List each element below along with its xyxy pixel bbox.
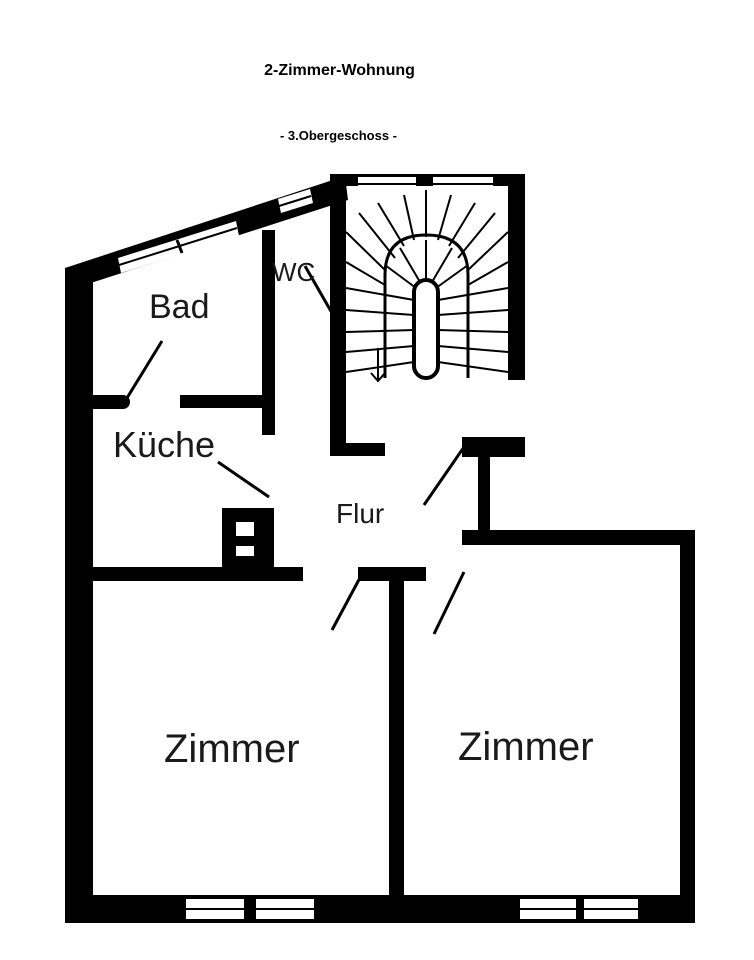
window-stairs <box>358 177 493 191</box>
window-zimmer-right <box>520 899 638 919</box>
room-label-wc: WC <box>272 257 315 287</box>
window-bad <box>118 221 239 273</box>
door-swings <box>125 265 466 635</box>
windows <box>118 177 638 919</box>
room-label-zimmer-left: Zimmer <box>164 727 300 771</box>
outer-walls <box>65 174 695 923</box>
room-label-kueche: Küche <box>113 424 215 465</box>
window-zimmer-left <box>186 899 314 919</box>
interior-walls <box>70 186 525 907</box>
staircase <box>345 190 509 383</box>
window-wc <box>278 189 313 213</box>
room-label-zimmer-right: Zimmer <box>458 725 594 769</box>
room-label-flur: Flur <box>336 498 384 529</box>
room-label-bad: Bad <box>149 288 210 326</box>
floor-label: - 3.Obergeschoss - <box>279 128 398 143</box>
plan-title: 2-Zimmer-Wohnung <box>264 62 415 79</box>
